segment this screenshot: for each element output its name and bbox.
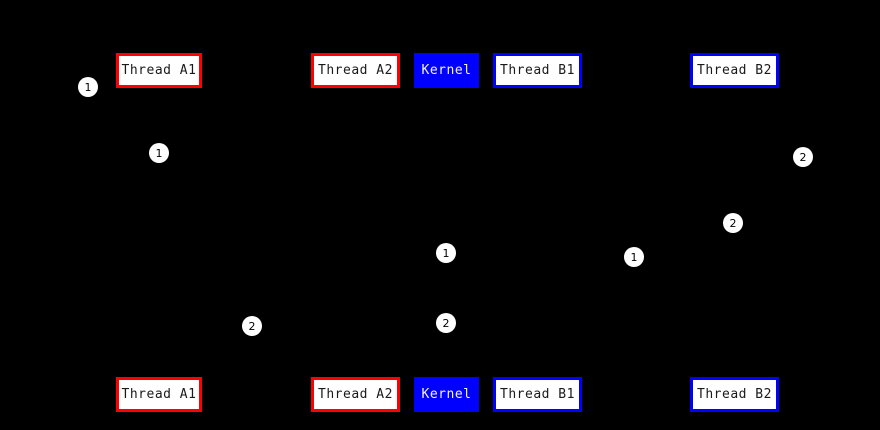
- message-marker-2-b[interactable]: 2: [723, 213, 743, 233]
- participant-label: Thread B2: [697, 387, 772, 402]
- participant-thread-b2-top[interactable]: Thread B2: [690, 53, 779, 88]
- lifeline-kernel: [446, 88, 447, 377]
- participant-label: Thread A2: [318, 387, 393, 402]
- message-arrow-2: [445, 253, 537, 258]
- message-arrow-4: [159, 321, 447, 327]
- participant-label: Thread A2: [318, 63, 393, 78]
- participant-thread-a1-bottom[interactable]: Thread A1: [116, 377, 202, 412]
- message-marker-2-d[interactable]: 2: [436, 313, 456, 333]
- participant-label: Thread B2: [697, 63, 772, 78]
- participant-thread-b1-top[interactable]: Thread B1: [493, 53, 582, 88]
- participant-kernel-bottom[interactable]: Kernel: [414, 377, 479, 412]
- marker-label: 1: [442, 246, 450, 260]
- message-marker-1-c[interactable]: 1: [436, 243, 456, 263]
- participant-label: Kernel: [421, 387, 472, 402]
- marker-label: 1: [155, 146, 163, 160]
- lifeline-thread-b1: [537, 88, 538, 377]
- participant-label: Kernel: [421, 63, 472, 78]
- participant-thread-a2-bottom[interactable]: Thread A2: [311, 377, 400, 412]
- participant-label: Thread A1: [121, 387, 197, 402]
- marker-label: 2: [799, 150, 807, 164]
- participant-label: Thread A1: [121, 63, 197, 78]
- message-marker-1-a[interactable]: 1: [78, 77, 98, 97]
- participant-label: Thread B1: [500, 387, 575, 402]
- participant-thread-a1-top[interactable]: Thread A1: [116, 53, 202, 88]
- participant-thread-b2-bottom[interactable]: Thread B2: [690, 377, 779, 412]
- marker-label: 2: [442, 316, 450, 330]
- marker-label: 2: [729, 216, 737, 230]
- marker-label: 2: [248, 319, 256, 333]
- message-marker-2-c[interactable]: 2: [242, 316, 262, 336]
- lifeline-thread-a2: [355, 88, 356, 377]
- marker-label: 1: [84, 80, 92, 94]
- lifeline-thread-a1: [159, 88, 160, 377]
- marker-label: 1: [630, 250, 638, 264]
- message-marker-1-d[interactable]: 1: [624, 247, 644, 267]
- participant-label: Thread B1: [500, 63, 575, 78]
- participant-kernel-top[interactable]: Kernel: [414, 53, 479, 88]
- participant-thread-b1-bottom[interactable]: Thread B1: [493, 377, 582, 412]
- message-arrow-3: [446, 166, 693, 323]
- participant-thread-a2-top[interactable]: Thread A2: [311, 53, 400, 88]
- message-marker-2-a[interactable]: 2: [793, 147, 813, 167]
- message-arrow-1: [158, 97, 450, 255]
- message-marker-1-b[interactable]: 1: [149, 143, 169, 163]
